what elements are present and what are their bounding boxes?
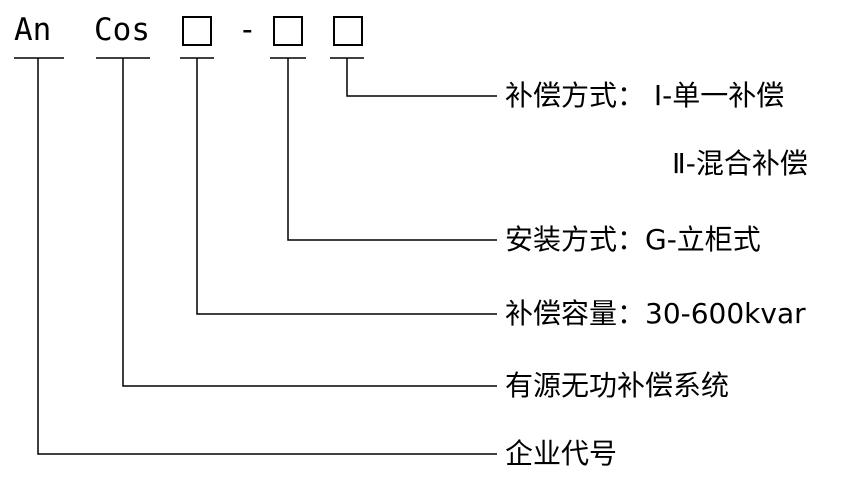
label-capacity: 补偿容量：30-600kvar [505, 297, 806, 330]
leader-system [122, 58, 497, 387]
code-placeholder-compensation [333, 16, 363, 46]
code-placeholder-capacity [182, 16, 212, 46]
code-placeholder-installation [273, 16, 303, 46]
leader-capacity [196, 58, 497, 315]
label-compensation-mode-2: Ⅱ-混合补偿 [672, 147, 808, 180]
leader-compensation-mode [346, 58, 497, 97]
code-series: Cos [94, 12, 150, 48]
label-installation: 安装方式：G-立柜式 [505, 223, 761, 256]
code-prefix: An [14, 12, 52, 48]
leader-installation [287, 58, 497, 241]
code-separator: - [238, 12, 257, 48]
label-compensation-mode: 补偿方式： Ⅰ-单一补偿 [505, 79, 785, 112]
label-enterprise: 企业代号 [505, 437, 618, 470]
leader-enterprise [37, 58, 497, 455]
label-system: 有源无功补偿系统 [505, 369, 730, 402]
